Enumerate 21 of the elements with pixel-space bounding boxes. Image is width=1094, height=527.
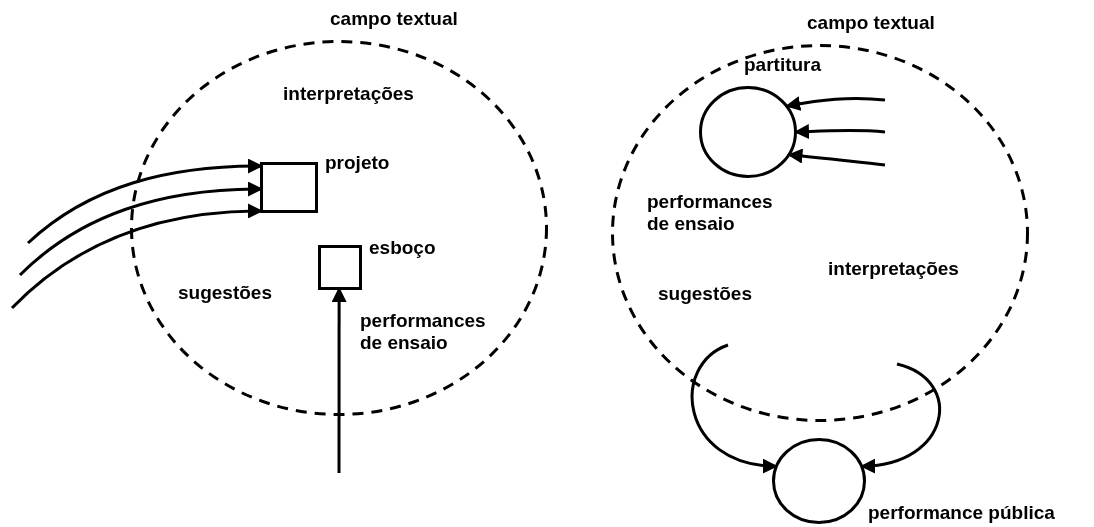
- node-label: esboço: [369, 237, 436, 259]
- text-label: performances de ensaio: [360, 310, 487, 354]
- arrow: [860, 362, 941, 473]
- node-label: partitura: [744, 54, 822, 76]
- node-label: performance pública: [868, 502, 1055, 524]
- text-label: interpretações: [283, 83, 414, 105]
- node-label: campo textual: [807, 12, 935, 34]
- text-label: performances de ensaio: [647, 191, 774, 235]
- arrow: [19, 181, 263, 277]
- arrow: [331, 287, 347, 473]
- arrow: [794, 124, 886, 140]
- text-label: sugestões: [658, 283, 752, 305]
- text-label: interpretações: [828, 258, 959, 280]
- node-label: projeto: [325, 152, 390, 174]
- node-label: campo textual: [330, 8, 458, 30]
- arrow: [27, 158, 263, 245]
- arrow: [690, 343, 778, 473]
- arrow: [785, 96, 886, 111]
- text-label: sugestões: [178, 282, 272, 304]
- arrow: [787, 148, 886, 167]
- arrow: [10, 203, 263, 310]
